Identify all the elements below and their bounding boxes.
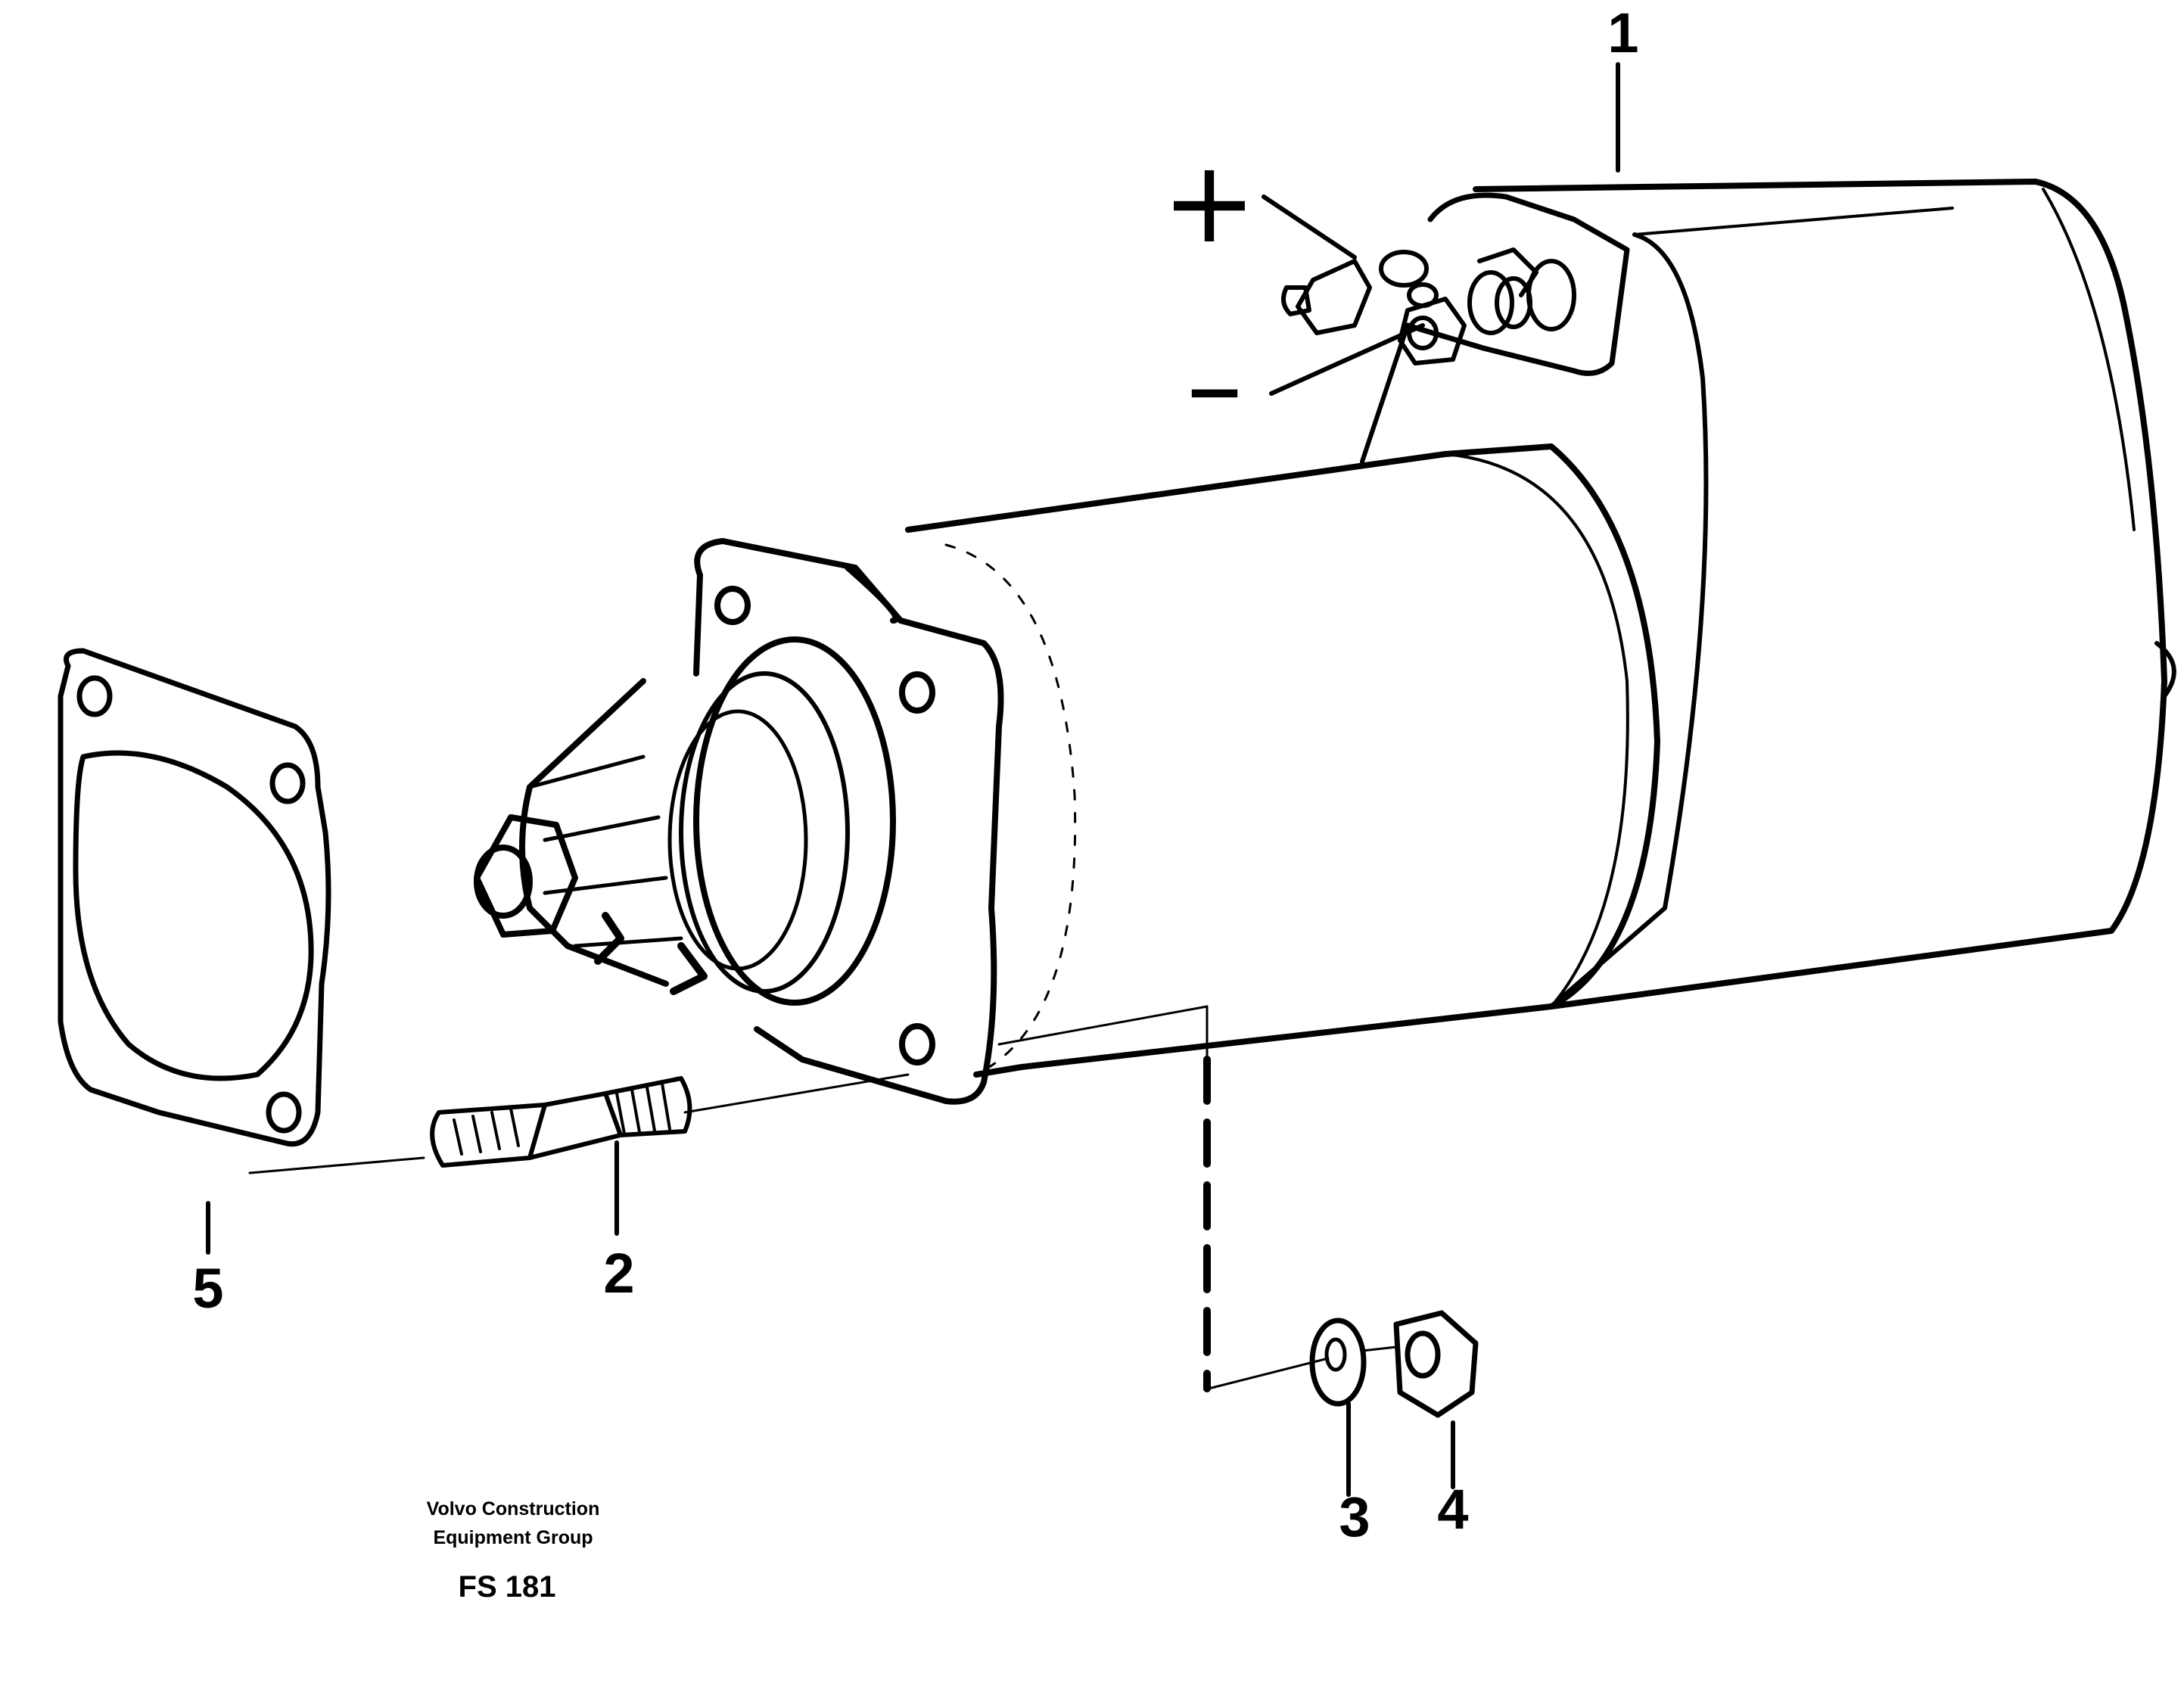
negative-sign: – — [1186, 320, 1243, 452]
org-line-1: Volvo Construction — [426, 1498, 600, 1520]
motor-body — [905, 443, 1660, 1078]
callout-1: 1 — [1607, 2, 1639, 64]
callout-4: 4 — [1437, 1478, 1469, 1541]
callout-3: 3 — [1339, 1485, 1370, 1548]
leader-lines — [206, 62, 1620, 1497]
flange-gasket — [58, 648, 331, 1146]
callout-2: 2 — [603, 1242, 635, 1305]
stud — [430, 1076, 692, 1168]
washer — [1309, 1317, 1367, 1407]
org-line-2: Equipment Group — [433, 1527, 593, 1548]
positive-terminal — [1281, 250, 1439, 335]
negative-terminal — [1398, 247, 1576, 366]
rear-end-housing — [1473, 179, 2176, 1009]
figure-code: FS 181 — [458, 1570, 556, 1604]
assembly-lines — [248, 1005, 1398, 1390]
pinion-drive — [474, 636, 896, 1006]
terminal-plate — [1360, 192, 1630, 464]
callout-5: 5 — [192, 1257, 224, 1320]
drive-end-flange — [693, 538, 1004, 1105]
org-caption: Volvo Construction Equipment Group — [427, 1495, 600, 1552]
positive-sign: + — [1162, 137, 1257, 269]
hex-nut — [1393, 1310, 1479, 1418]
